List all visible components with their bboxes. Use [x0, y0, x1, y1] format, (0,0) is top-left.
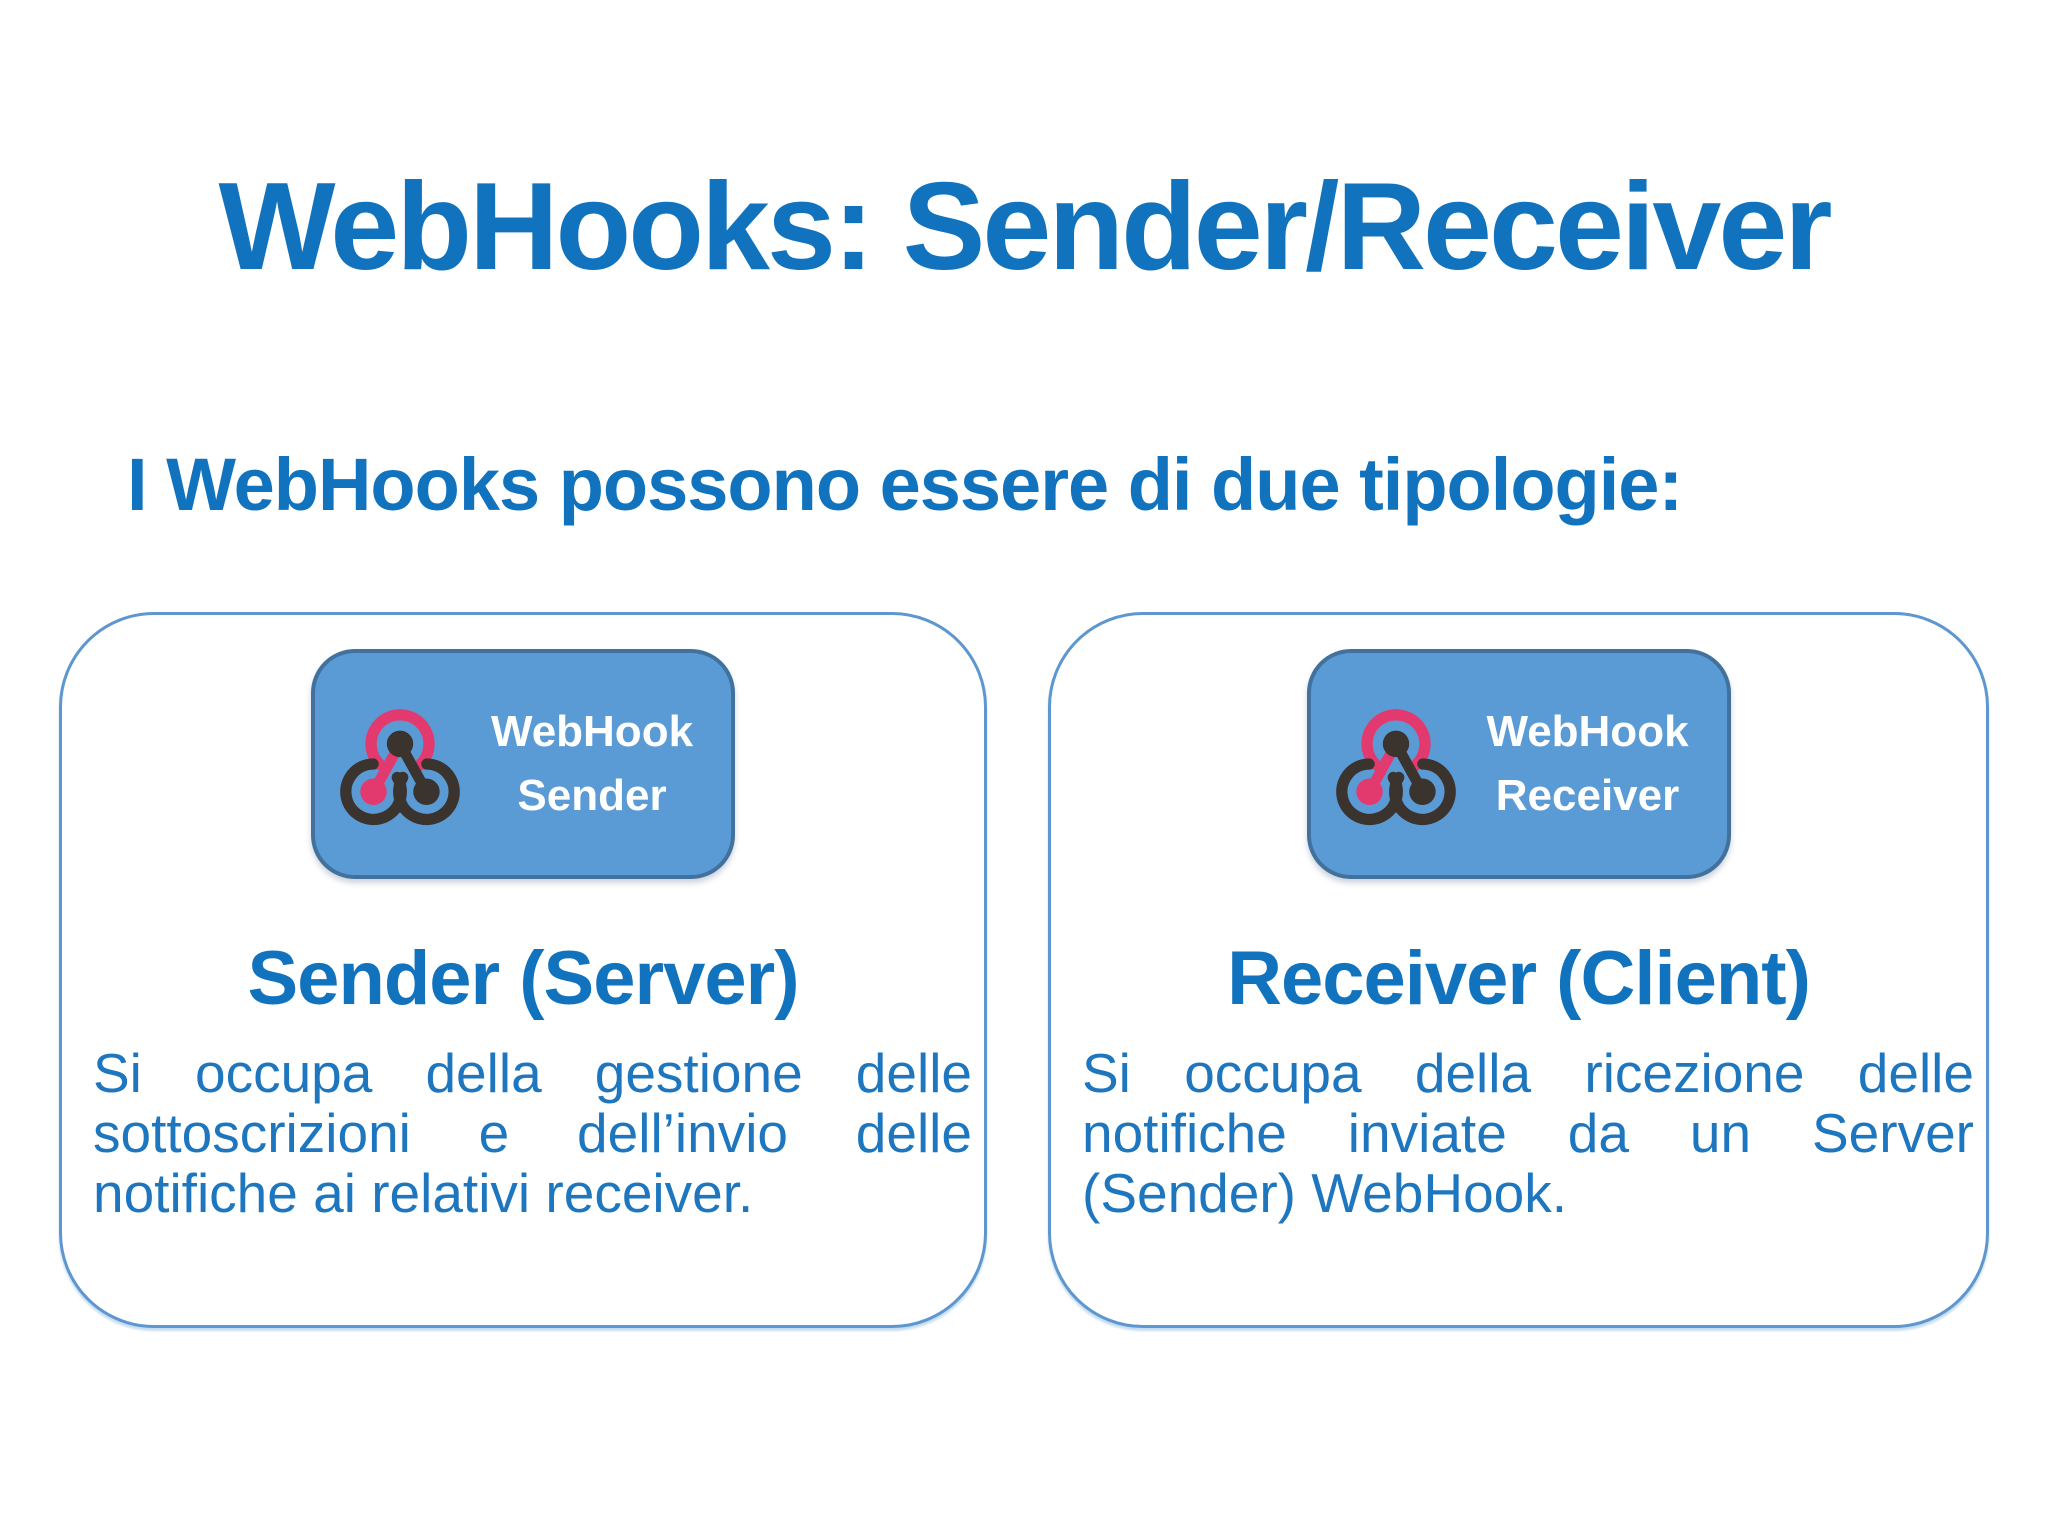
badge-label-line2: Sender — [517, 771, 667, 820]
badge-label: WebHook Receiver — [1459, 700, 1727, 828]
receiver-heading: Receiver (Client) — [1227, 936, 1811, 1021]
sender-card: WebHook Sender Sender (Server) Si occupa… — [59, 612, 987, 1328]
body-line: (Sender) WebHook. — [1082, 1162, 1568, 1224]
sender-heading: Sender (Server) — [247, 936, 799, 1021]
sender-description: Si occupa della gestione delle sottoscri… — [93, 1043, 972, 1223]
receiver-card: WebHook Receiver Receiver (Client) Si oc… — [1048, 612, 1989, 1328]
badge-label-line2: Receiver — [1495, 771, 1680, 820]
slide-title: WebHooks: Sender/Receiver — [218, 158, 1832, 296]
badge-label-line1: WebHook — [490, 707, 694, 756]
webhook-icon — [340, 709, 460, 826]
webhook-sender-badge: WebHook Sender — [311, 649, 735, 879]
badge-label-line1: WebHook — [1486, 707, 1689, 756]
body-line: sottoscrizioni e dell’invio delle — [93, 1102, 972, 1164]
body-line: Si occupa della gestione delle — [93, 1042, 972, 1104]
badge-label: WebHook Sender — [463, 700, 731, 828]
slide-subtitle: I WebHooks possono essere di due tipolog… — [127, 443, 1683, 526]
body-line: notifiche ai relativi receiver. — [93, 1162, 754, 1224]
receiver-description: Si occupa della ricezione delle notifich… — [1082, 1043, 1974, 1223]
webhook-icon — [1335, 709, 1456, 826]
body-line: Si occupa della ricezione delle — [1082, 1042, 1974, 1104]
webhook-receiver-badge: WebHook Receiver — [1306, 649, 1731, 879]
body-line: notifiche inviate da un Server — [1082, 1102, 1974, 1164]
